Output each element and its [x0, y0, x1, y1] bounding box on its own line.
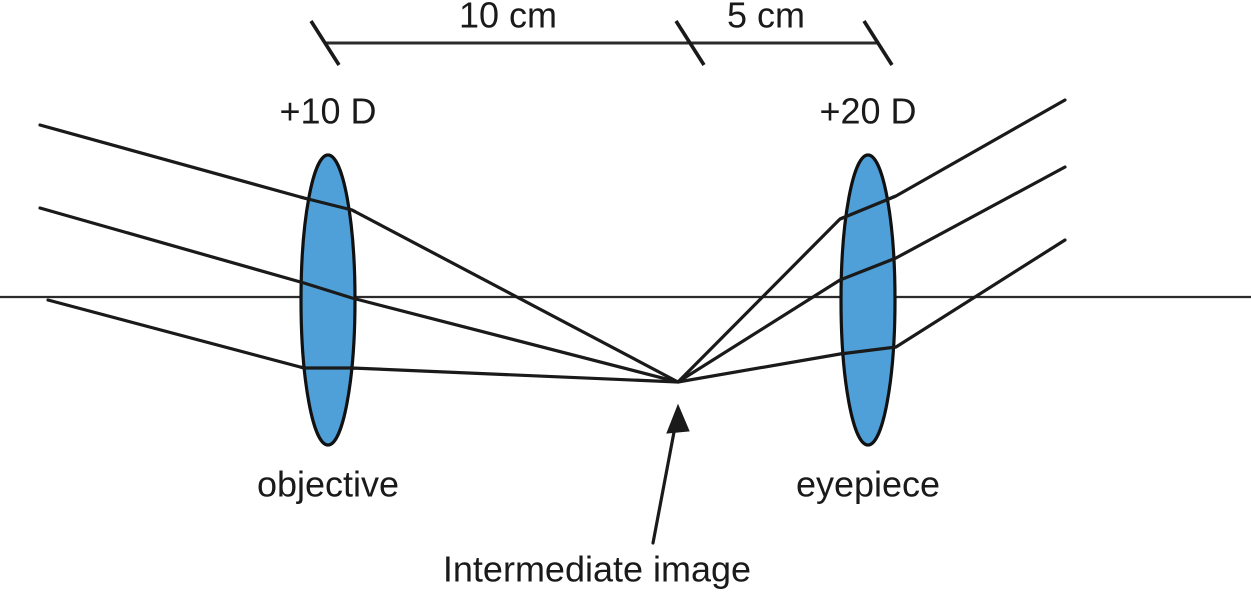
pointer-arrow-head	[666, 403, 690, 434]
ray-segment-in-lens	[299, 365, 357, 370]
dimension-tick-right	[862, 20, 894, 66]
intermediate-image-pointer	[651, 403, 690, 545]
ray-segment-in-lens	[839, 345, 897, 356]
eyepiece-lens-shape	[839, 153, 897, 447]
ray-path-lower	[46, 98, 1067, 384]
ray-path-middle	[38, 165, 1067, 384]
dimension-tick-left	[309, 20, 341, 66]
ray-segment-in-lens	[299, 280, 357, 301]
objective-power-label: +10 D	[279, 91, 376, 132]
ray-bundle	[38, 98, 1067, 384]
dimension-label-objective-to-image: 10 cm	[459, 0, 557, 36]
ray-segment-in-lens	[839, 256, 897, 282]
ray-lens-overlay	[299, 194, 897, 370]
objective-name-label: objective	[257, 464, 399, 505]
intermediate-image-label: Intermediate image	[443, 549, 751, 590]
ray-segment-in-lens	[839, 194, 897, 221]
eyepiece-power-label: +20 D	[819, 91, 916, 132]
dimension-tick-middle	[674, 20, 706, 66]
eyepiece-name-label: eyepiece	[796, 464, 940, 505]
dimension-label-image-to-eyepiece: 5 cm	[727, 0, 805, 36]
lens-group	[299, 153, 897, 447]
dimension-bar	[309, 20, 894, 66]
ray-path-upper	[38, 123, 1067, 384]
ray-segment-in-lens	[299, 195, 357, 214]
pointer-arrow-shaft	[651, 430, 676, 545]
